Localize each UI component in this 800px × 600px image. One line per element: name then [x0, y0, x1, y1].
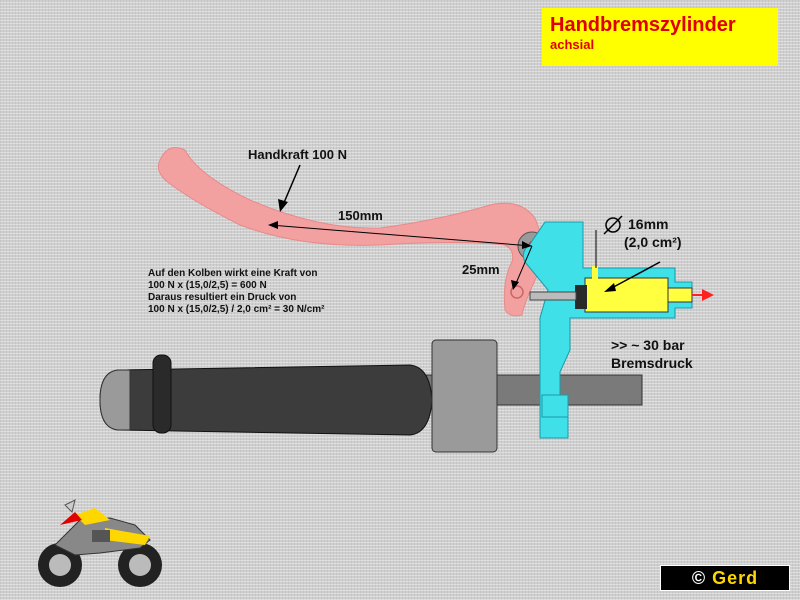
lever-contact-point — [510, 285, 524, 299]
piston-rod — [529, 291, 577, 301]
short-arm-arrow — [511, 280, 519, 290]
housing-clamp — [541, 394, 569, 418]
lever-length-arrow-left — [268, 221, 278, 229]
motorcycle-icon — [38, 499, 162, 587]
cylinder-bore — [584, 277, 669, 313]
hand-force-arrow — [282, 164, 301, 206]
grip-collar — [431, 339, 498, 453]
piston — [575, 285, 587, 309]
grip-rubber — [99, 364, 433, 436]
note-line-3: Daraus resultiert ein Druck von — [148, 292, 297, 303]
grip-end — [99, 369, 131, 431]
reservoir-inlet — [592, 266, 598, 279]
pressure-arrow-inner-head — [604, 283, 616, 292]
note-line-1: Auf den Kolben wirkt eine Kraft von — [148, 268, 318, 279]
short-arm-line — [513, 245, 533, 289]
author-logo: © Gerd — [660, 565, 790, 591]
hand-force-arrow-head — [278, 199, 288, 212]
pressure-caption: Bremsdruck — [611, 355, 693, 371]
area-label: (2,0 cm²) — [624, 234, 682, 250]
outlet-port — [667, 287, 693, 303]
diameter-label: 16mm — [628, 216, 669, 232]
note-line-2: 100 N x (15,0/2,5) = 600 N — [148, 280, 267, 291]
cylinder-housing — [522, 221, 693, 439]
hand-force-label: Handkraft 100 N — [248, 147, 347, 162]
title-box: Handbremszylinder achsial — [542, 8, 778, 66]
page-title: Handbremszylinder — [550, 14, 736, 36]
note-line-4: 100 N x (15,0/2,5) / 2,0 cm² = 30 N/cm² — [148, 304, 325, 315]
lever-length-arrow-right — [522, 241, 532, 249]
pressure-arrow-inner — [607, 261, 661, 291]
page-subtitle: achsial — [550, 37, 595, 52]
copyright-symbol: © — [691, 567, 707, 588]
logo-text: Gerd — [712, 567, 759, 588]
short-arm-label: 25mm — [462, 262, 500, 277]
lever-length-line — [269, 224, 533, 247]
grip-flange-left — [152, 354, 172, 434]
diameter-icon — [603, 215, 623, 235]
calculation-note: Auf den Kolben wirkt eine Kraft von 100 … — [148, 268, 324, 316]
outlet-arrow-head — [702, 289, 714, 301]
lever-length-label: 150mm — [338, 208, 383, 223]
pressure-label: >> ~ 30 bar — [611, 337, 685, 353]
